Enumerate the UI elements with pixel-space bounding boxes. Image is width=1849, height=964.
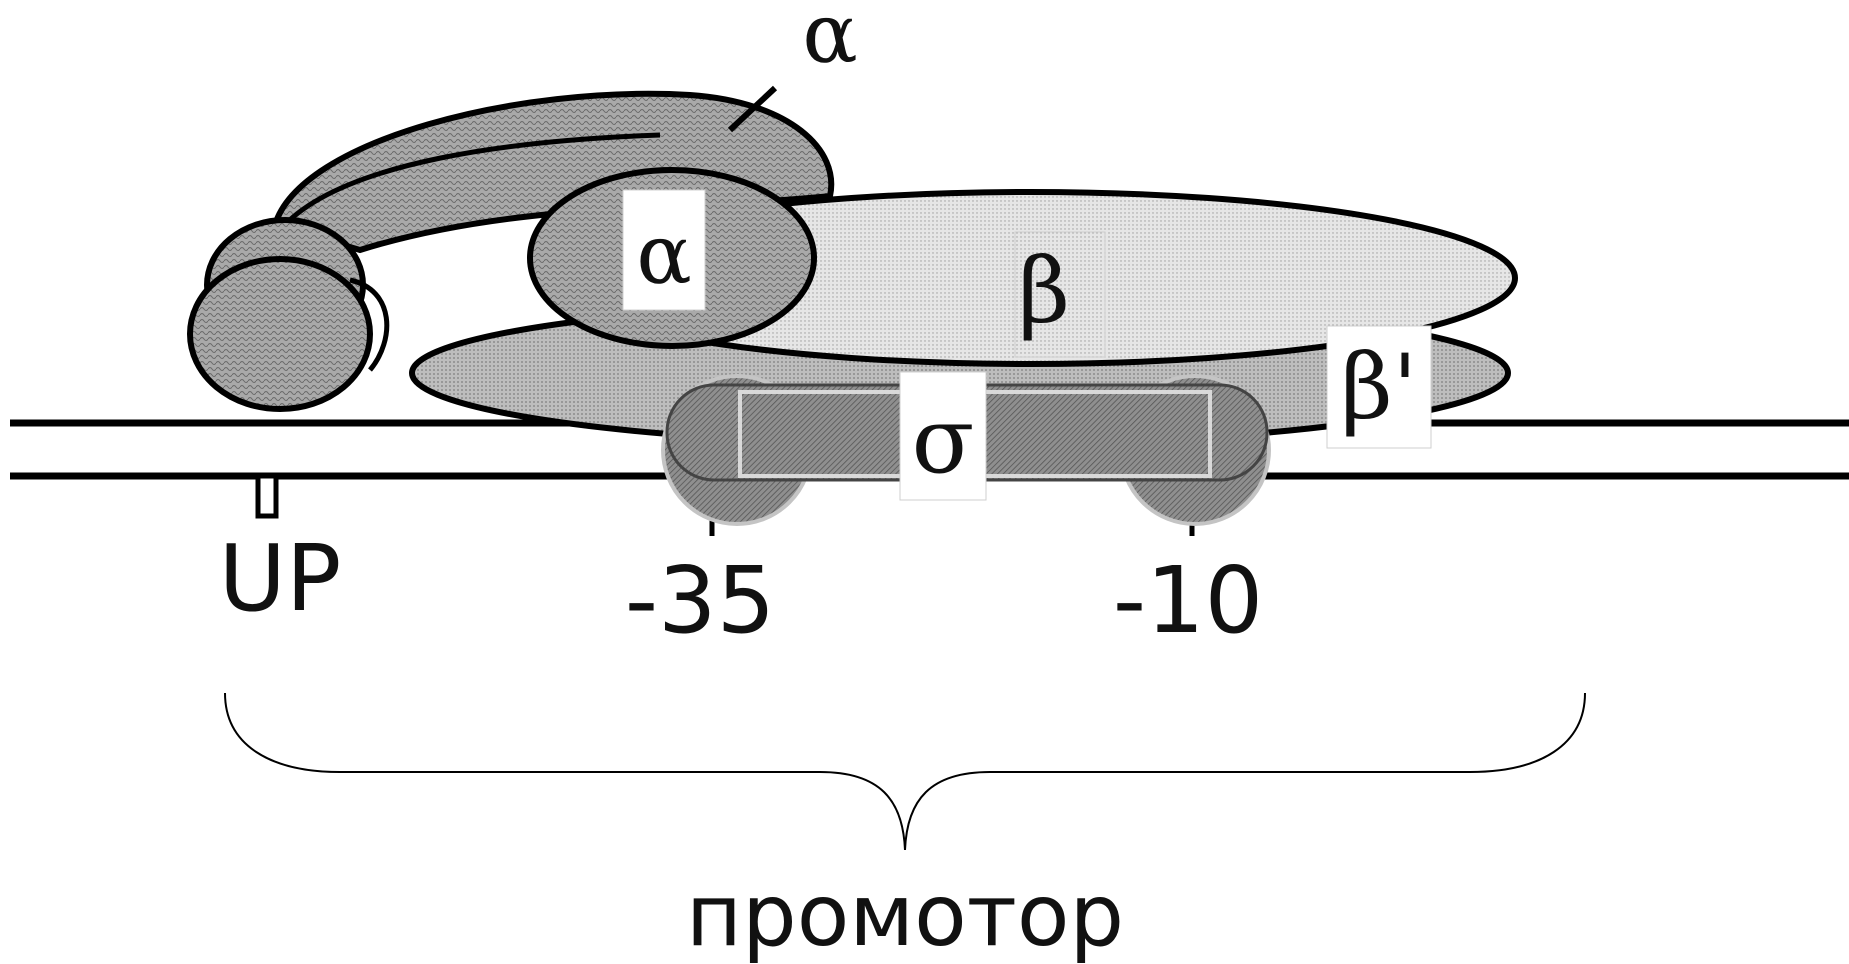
minus35-label: -35 xyxy=(625,547,775,654)
sigma-label: σ xyxy=(912,387,975,494)
alpha-subunit-top xyxy=(271,85,835,254)
alpha-inner-label: α xyxy=(636,208,691,303)
promoter-brace xyxy=(224,692,1586,851)
subunit-labels: α α β β' σ xyxy=(622,0,1432,501)
alpha-top-label: α xyxy=(802,0,857,82)
beta-prime-label: β' xyxy=(1341,335,1418,440)
alpha-ctd-domains xyxy=(187,217,390,412)
element-labels: UP -35 -10 xyxy=(219,525,1264,654)
up-label: UP xyxy=(219,525,342,632)
up-element-marker xyxy=(255,473,279,519)
minus10-label: -10 xyxy=(1113,547,1263,654)
promoter-label: промотор xyxy=(686,866,1124,964)
beta-label: β xyxy=(1018,239,1070,344)
